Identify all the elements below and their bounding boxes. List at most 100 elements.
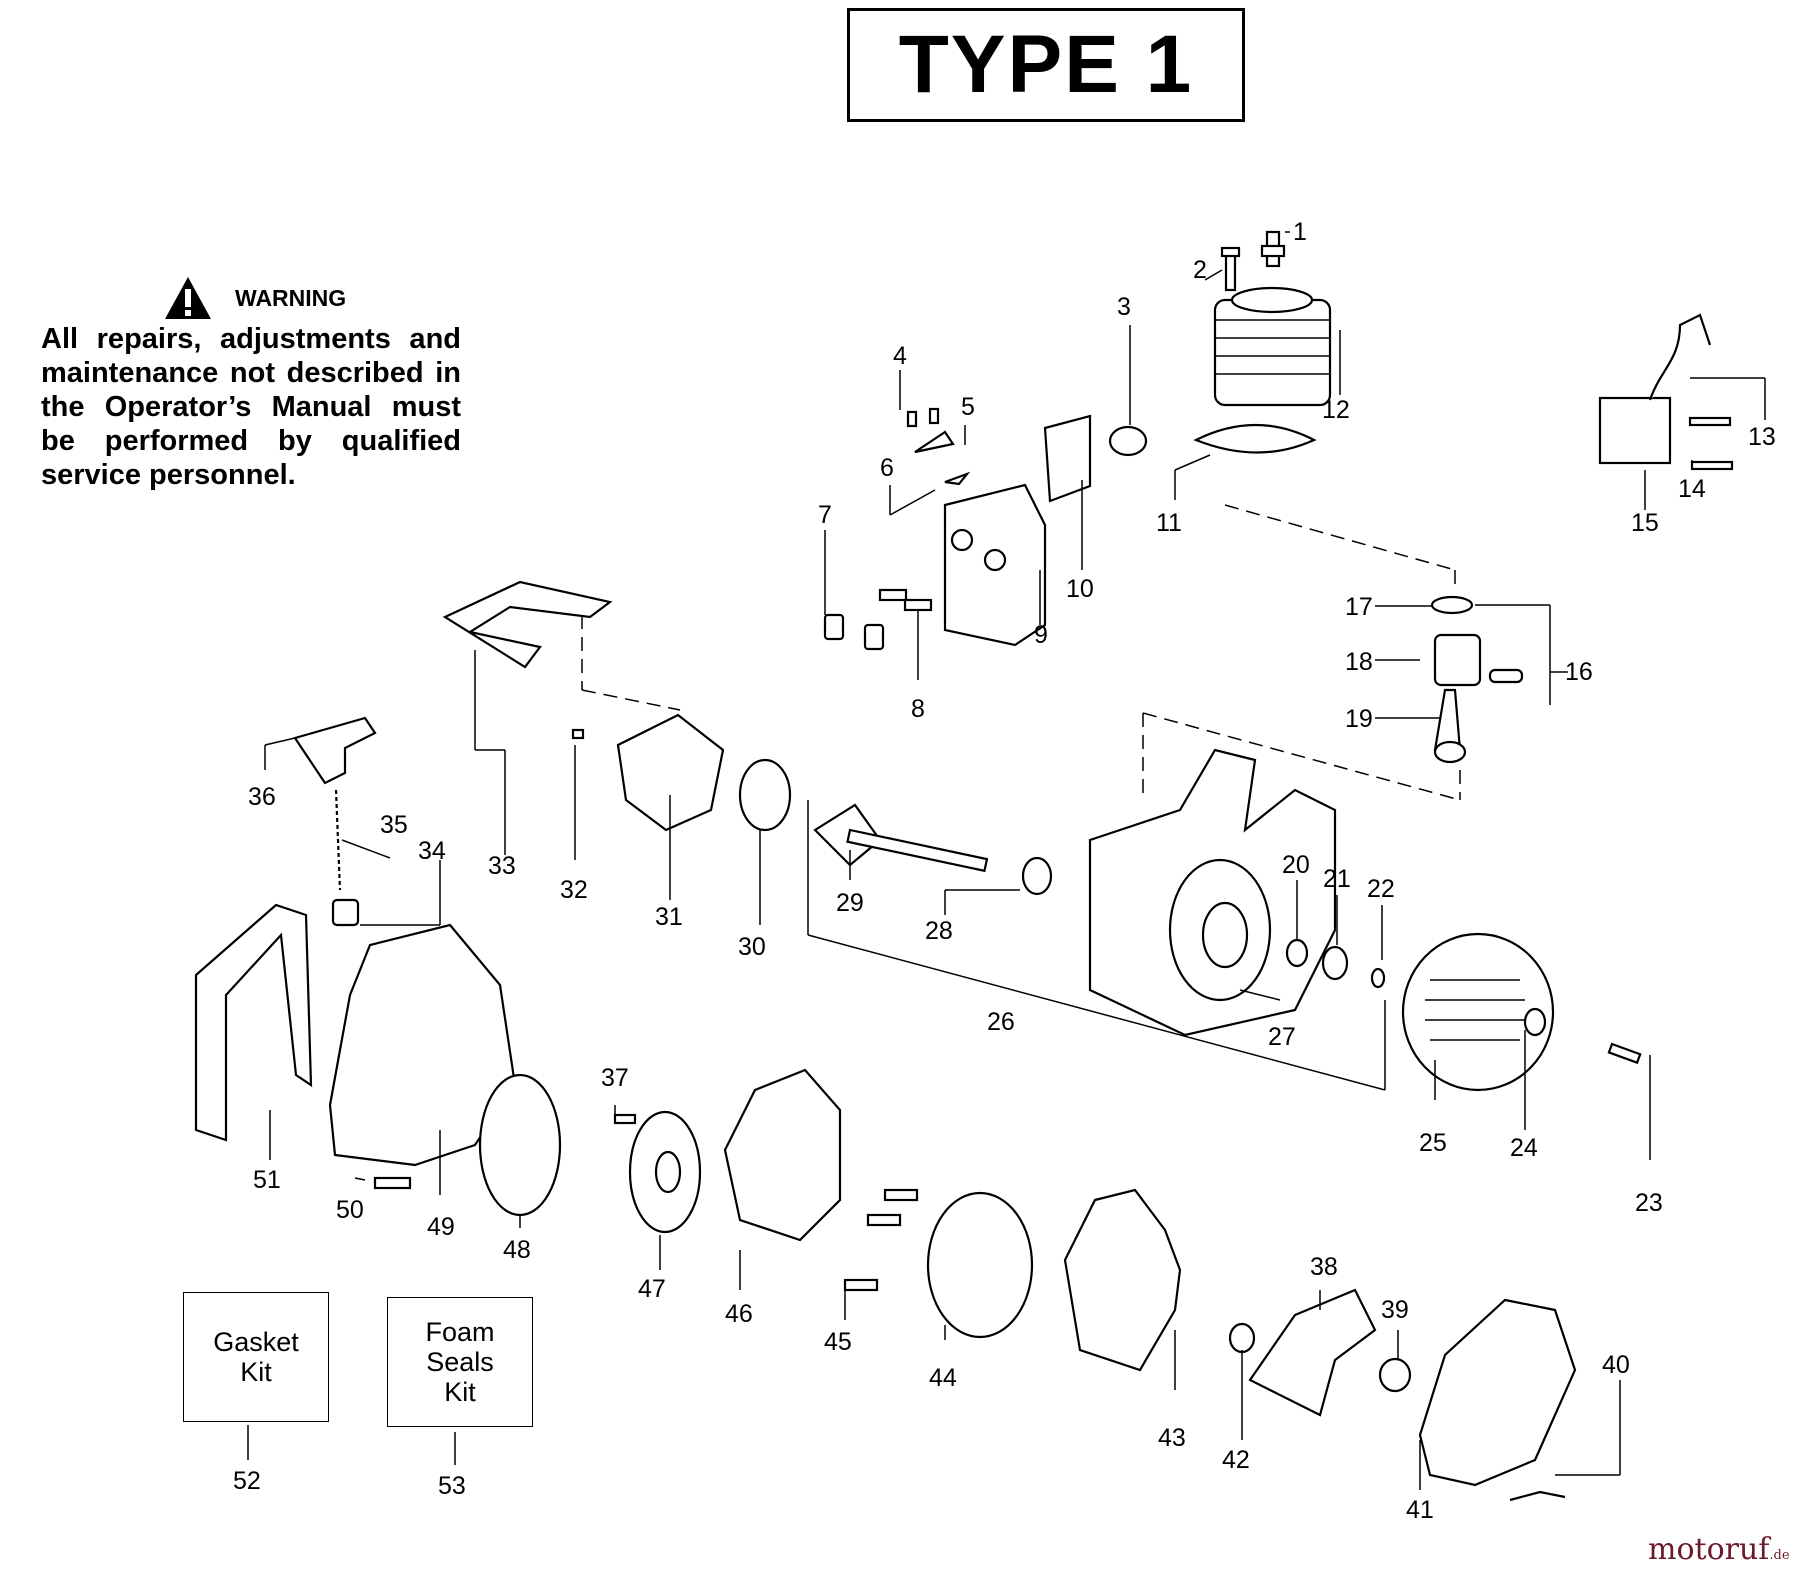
part-label: 45 bbox=[824, 1328, 852, 1356]
seal-21 bbox=[1321, 945, 1349, 981]
screw-37 bbox=[613, 1113, 637, 1125]
blower-housing bbox=[328, 923, 517, 1167]
muffler-gasket bbox=[1043, 414, 1092, 503]
part-label: 28 bbox=[925, 917, 953, 945]
part-label: 36 bbox=[248, 783, 276, 811]
part-label: 10 bbox=[1066, 575, 1094, 603]
kit-number-labels: 52 53 bbox=[233, 1467, 466, 1500]
part-label: 44 bbox=[929, 1364, 957, 1392]
part-label: 31 bbox=[655, 903, 683, 931]
part-label: 49 bbox=[427, 1213, 455, 1241]
part-label: 12 bbox=[1322, 396, 1350, 424]
spark-plug bbox=[1260, 230, 1286, 268]
muffler bbox=[943, 483, 1047, 647]
part-label: 15 bbox=[1631, 509, 1659, 537]
housing-screws bbox=[843, 1188, 919, 1292]
part-label: 14 bbox=[1678, 475, 1706, 503]
part-label: 17 bbox=[1345, 593, 1373, 621]
part-label: 8 bbox=[911, 695, 925, 723]
watermark-tld: .de bbox=[1769, 1548, 1790, 1563]
part-label: 48 bbox=[503, 1236, 531, 1264]
intake-boot bbox=[1108, 425, 1148, 457]
muffler-screws bbox=[823, 407, 971, 651]
cylinder-bolt bbox=[1220, 246, 1241, 292]
part-label: 32 bbox=[560, 876, 588, 904]
part-label: 11 bbox=[1156, 509, 1182, 537]
part-label: 9 bbox=[1034, 621, 1048, 649]
starter-housing bbox=[723, 1068, 842, 1242]
fan-bracket bbox=[1248, 1288, 1377, 1417]
rope-guide bbox=[331, 898, 360, 927]
part-label: 27 bbox=[1268, 1023, 1296, 1051]
clip-22 bbox=[1370, 967, 1386, 989]
part-label: 37 bbox=[601, 1064, 629, 1092]
part-label: 19 bbox=[1345, 705, 1373, 733]
part-label: 20 bbox=[1282, 851, 1310, 879]
part-label: 53 bbox=[438, 1472, 466, 1500]
part-label: 47 bbox=[638, 1275, 666, 1303]
starter-pulley bbox=[478, 1073, 562, 1217]
watermark: motoruf.de bbox=[1648, 1532, 1790, 1567]
crankcase bbox=[1088, 748, 1337, 1037]
part-label: 2 bbox=[1193, 256, 1207, 284]
piston-assembly bbox=[1430, 595, 1524, 764]
part-label: 52 bbox=[233, 1467, 261, 1495]
crankshaft bbox=[813, 803, 989, 873]
type-title: TYPE 1 bbox=[898, 19, 1194, 110]
part-label: 29 bbox=[836, 889, 864, 917]
cylinder bbox=[1213, 286, 1332, 407]
part-label: 13 bbox=[1748, 423, 1776, 451]
fan-cover-ring bbox=[926, 1191, 1034, 1339]
part-label: 22 bbox=[1367, 875, 1395, 903]
flywheel bbox=[1401, 932, 1555, 1092]
starter-handle bbox=[293, 716, 377, 785]
gasket-kit-box: Gasket Kit bbox=[183, 1292, 329, 1422]
warning-text: All repairs, adjustments and maintenance… bbox=[41, 323, 461, 491]
warning-header: WARNING bbox=[163, 275, 346, 321]
part-label: 3 bbox=[1117, 293, 1131, 321]
intake-adapter bbox=[616, 713, 725, 832]
part-label: 4 bbox=[893, 342, 907, 370]
part-label: 51 bbox=[253, 1166, 281, 1194]
part-label: 18 bbox=[1345, 648, 1373, 676]
part-label: 30 bbox=[738, 933, 766, 961]
foam-seal-top bbox=[442, 580, 613, 669]
part-label: 35 bbox=[380, 811, 408, 839]
clip-40 bbox=[1509, 1490, 1566, 1502]
part-number-labels: 1 2 3 4 5 6 7 8 9 10 11 12 13 14 15 16 1… bbox=[248, 218, 1776, 1524]
pin-23 bbox=[1607, 1042, 1642, 1065]
part-label: 24 bbox=[1510, 1134, 1538, 1162]
ignition-module bbox=[1598, 313, 1734, 471]
nut-42 bbox=[1228, 1322, 1256, 1354]
watermark-brand: motoruf bbox=[1648, 1532, 1770, 1567]
assembly-dashed-lines bbox=[581, 504, 1461, 801]
part-label: 38 bbox=[1310, 1253, 1338, 1281]
warning-label: WARNING bbox=[235, 284, 347, 311]
foam-seals-kit-box: Foam Seals Kit bbox=[387, 1297, 533, 1427]
washer-24 bbox=[1523, 1007, 1547, 1037]
part-label: 21 bbox=[1323, 865, 1351, 893]
part-label: 5 bbox=[961, 393, 975, 421]
screw-50 bbox=[373, 1176, 412, 1190]
part-label: 33 bbox=[488, 852, 516, 880]
part-label: 6 bbox=[880, 454, 894, 482]
screw-32 bbox=[571, 728, 585, 740]
part-label: 40 bbox=[1602, 1351, 1630, 1379]
part-label: 39 bbox=[1381, 1296, 1409, 1324]
part-label: 50 bbox=[336, 1196, 364, 1224]
part-label: 7 bbox=[818, 501, 832, 529]
bushing-39 bbox=[1378, 1357, 1412, 1393]
part-label: 42 bbox=[1222, 1446, 1250, 1474]
part-label: 41 bbox=[1406, 1496, 1434, 1524]
seal-20 bbox=[1285, 938, 1309, 968]
part-label: 34 bbox=[418, 837, 446, 865]
leader-lines bbox=[247, 231, 1766, 1490]
part-label: 26 bbox=[987, 1008, 1015, 1036]
o-ring bbox=[738, 758, 792, 832]
type-title-box: TYPE 1 bbox=[847, 8, 1245, 122]
part-label: 43 bbox=[1158, 1424, 1186, 1452]
impeller bbox=[1063, 1188, 1182, 1372]
bearing bbox=[1021, 856, 1053, 896]
part-label: 25 bbox=[1419, 1129, 1447, 1157]
